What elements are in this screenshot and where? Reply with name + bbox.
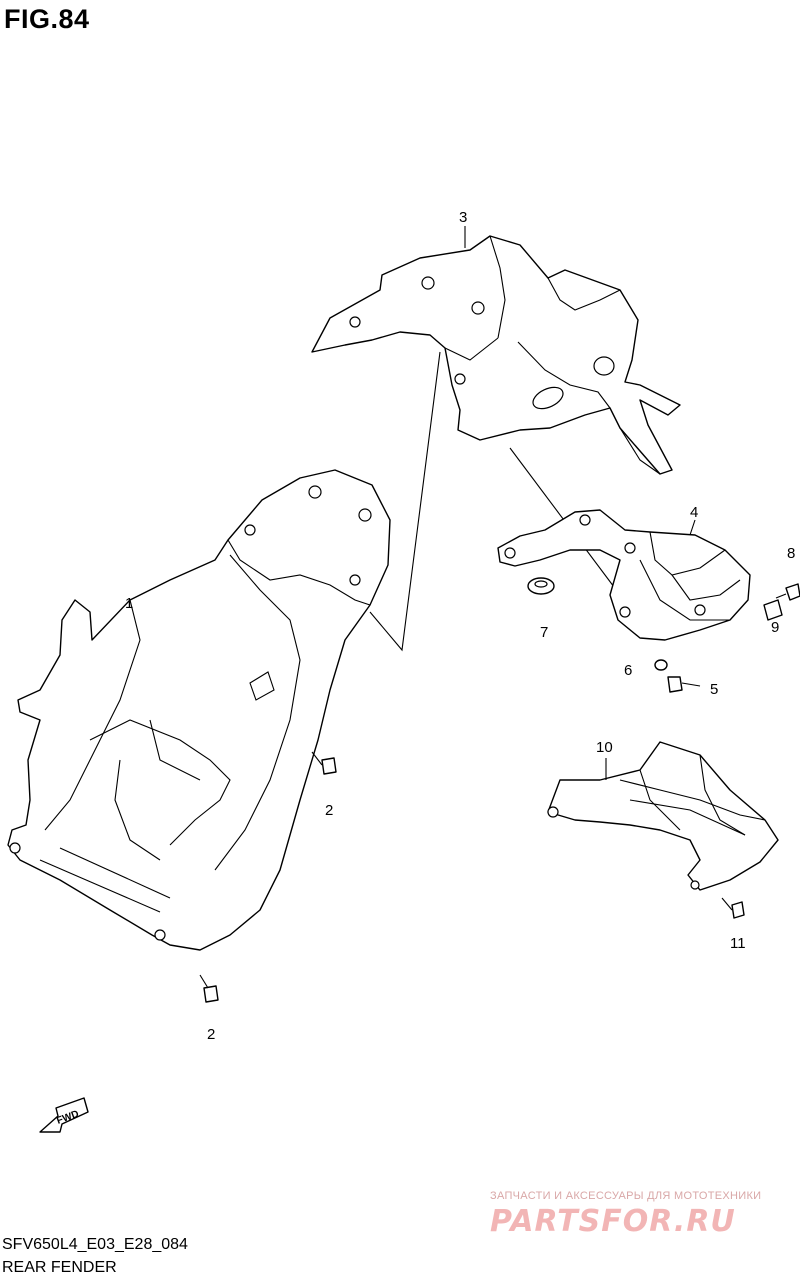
callout-9: 9: [771, 619, 780, 636]
part-2-screw-upper: [311, 751, 337, 775]
callout-4: 4: [690, 504, 699, 521]
figure-title: FIG.84: [4, 4, 90, 34]
callout-2-upper: 2: [325, 802, 334, 819]
part-4-bracket: [497, 509, 751, 641]
callout-3: 3: [459, 209, 468, 226]
part-1-rear-fender: [7, 469, 391, 951]
callout-1: 1: [125, 595, 134, 612]
part-6-nut: [654, 659, 668, 671]
leader-3-to-1: [369, 351, 441, 652]
part-9-clip: [763, 599, 783, 621]
part-11-screw: [721, 897, 745, 919]
watermark-tagline: ЗАПЧАСТИ И АКСЕССУАРЫ ДЛЯ МОТОТЕХНИКИ: [490, 1190, 762, 1202]
fwd-arrow-icon: FWD: [39, 1097, 89, 1133]
part-8-screw: [775, 583, 800, 601]
part-10-tray: [547, 741, 779, 891]
part-2-screw-lower: [199, 974, 219, 1003]
callout-7: 7: [540, 624, 549, 641]
callout-2-lower: 2: [207, 1026, 216, 1043]
callout-6: 6: [624, 662, 633, 679]
part-5-bolt: [667, 676, 701, 693]
leader-4: [689, 519, 696, 536]
callout-10: 10: [596, 739, 613, 756]
callout-11: 11: [730, 935, 746, 952]
watermark-brand: PARTSFOR.RU: [490, 1204, 736, 1239]
part-3-upper-fender: [311, 235, 681, 475]
figure-code: SFV650L4_E03_E28_084: [2, 1236, 188, 1253]
callout-8: 8: [787, 545, 796, 562]
part-7-grommet: [527, 577, 555, 595]
figure-name: REAR FENDER: [2, 1259, 117, 1276]
callout-5: 5: [710, 681, 719, 698]
